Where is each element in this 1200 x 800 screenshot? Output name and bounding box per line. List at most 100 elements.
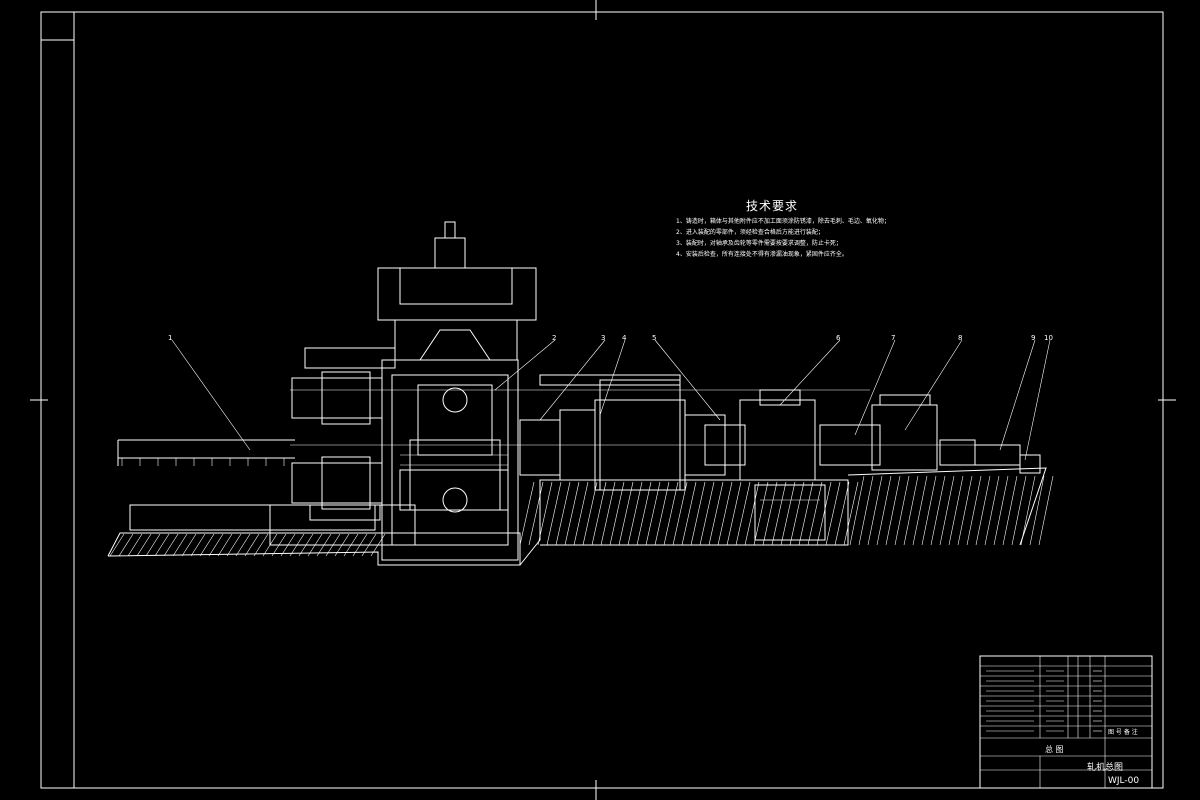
- hatch-line: [753, 481, 769, 546]
- hatch-line: [717, 481, 733, 546]
- hatch-line: [1011, 475, 1027, 546]
- hatch-line: [199, 533, 215, 557]
- tech-requirement-2: 2、进入装配的零部件，须经检查合格后方能进行装配；: [676, 229, 824, 236]
- hatch-line: [118, 533, 134, 557]
- hatch-line: [858, 475, 874, 546]
- hatch-line: [172, 533, 188, 557]
- hatch-line: [1029, 475, 1045, 546]
- callout-4: 4: [622, 334, 627, 342]
- title-block-assembly: 总 图: [1045, 745, 1064, 754]
- hatch-line: [903, 475, 919, 546]
- hatch-line: [939, 475, 955, 546]
- tech-requirement-1: 1、铸造时，箱体与其他附件应不加工面须涂防锈漆，除去毛刺、毛边、氧化物；: [676, 218, 890, 225]
- hatch-line: [798, 481, 814, 546]
- hatch-line: [672, 481, 688, 546]
- hatch-line: [1020, 475, 1036, 546]
- hatch-line: [744, 481, 760, 546]
- reducer: [739, 389, 826, 541]
- hatch-line: [573, 481, 589, 546]
- hatch-line: [235, 533, 251, 557]
- hatch-line: [762, 481, 778, 546]
- hatch-line: [780, 481, 796, 546]
- hatch-line: [966, 475, 982, 546]
- title-block-grid: [979, 655, 1153, 789]
- hatch-line: [708, 481, 724, 546]
- hatch-line: [609, 481, 625, 546]
- tech-requirement-4: 4、安装后检查，所有连接处不得有渗漏油现象，紧固件应齐全。: [676, 251, 848, 258]
- hatch-line: [217, 533, 233, 557]
- hatch-line: [163, 533, 179, 557]
- callout-7: 7: [891, 334, 895, 342]
- hatch-line: [226, 533, 242, 557]
- hatch-line: [654, 481, 670, 546]
- callout-labels: 1 2 3 4 5 6 7 8 9 10: [168, 334, 1053, 342]
- hatch-line: [244, 533, 260, 557]
- gear-box: [519, 374, 746, 491]
- hatch-line: [699, 481, 715, 546]
- hatch-line: [876, 475, 892, 546]
- hatch-line: [591, 481, 607, 546]
- hatch-line: [1002, 475, 1018, 546]
- hatch-line: [145, 533, 161, 557]
- tech-requirements-title: 技术要求: [746, 199, 799, 213]
- foundation-hatching: [107, 467, 1047, 566]
- hatch-line: [555, 481, 571, 546]
- hatch-line: [1038, 475, 1054, 546]
- hatch-line: [546, 481, 562, 546]
- hatch-line: [957, 475, 973, 546]
- hatch-line: [109, 533, 125, 557]
- callout-1: 1: [168, 334, 172, 342]
- hatch-line: [136, 533, 152, 557]
- hatch-line: [771, 481, 787, 546]
- hatch-line: [834, 481, 850, 546]
- roll-assembly: [291, 347, 396, 521]
- hatch-line: [930, 475, 946, 546]
- callout-8: 8: [958, 334, 962, 342]
- hatch-line: [726, 481, 742, 546]
- callout-9: 9: [1031, 334, 1035, 342]
- hatch-line: [537, 481, 553, 546]
- callout-2: 2: [552, 334, 556, 342]
- hatch-line: [993, 475, 1009, 546]
- hatch-line: [690, 481, 706, 546]
- hatch-line: [849, 475, 865, 546]
- hatch-line: [867, 475, 883, 546]
- hatch-line: [645, 481, 661, 546]
- hatch-line: [921, 475, 937, 546]
- hatch-line: [885, 475, 901, 546]
- title-block-drawing-name: 轧机总图: [1087, 763, 1124, 773]
- hatch-line: [843, 481, 859, 546]
- roller-table: [117, 439, 416, 546]
- hatch-line: [190, 533, 206, 557]
- callout-10: 10: [1044, 334, 1053, 342]
- hatch-line: [948, 475, 964, 546]
- hatch-line: [582, 481, 598, 546]
- hatch-line: [627, 481, 643, 546]
- hatch-line: [789, 481, 805, 546]
- callout-6: 6: [836, 334, 841, 342]
- hatch-line: [600, 481, 616, 546]
- hatch-line: [618, 481, 634, 546]
- hatch-line: [528, 481, 544, 546]
- hatch-line: [519, 481, 535, 546]
- hatch-line: [208, 533, 224, 557]
- title-block-drawing-code: WJL-00: [1108, 776, 1140, 786]
- hatch-line: [564, 481, 580, 546]
- tech-requirements-list: 1、铸造时，箱体与其他附件应不加工面须涂防锈漆，除去毛刺、毛边、氧化物； 2、进…: [676, 216, 890, 260]
- hatch-line: [663, 481, 679, 546]
- hatch-line: [127, 533, 143, 557]
- motor: [819, 394, 1041, 474]
- callout-5: 5: [652, 334, 656, 342]
- hatch-line: [636, 481, 652, 546]
- hatch-line: [154, 533, 170, 557]
- hatch-line: [912, 475, 928, 546]
- hatch-line: [807, 481, 823, 546]
- hatch-line: [984, 475, 1000, 546]
- hatch-line: [825, 481, 841, 546]
- hatch-line: [975, 475, 991, 546]
- hatch-line: [894, 475, 910, 546]
- callout-leaders: [171, 339, 1051, 461]
- mill-stand: [377, 221, 537, 561]
- hatch-line: [816, 481, 832, 546]
